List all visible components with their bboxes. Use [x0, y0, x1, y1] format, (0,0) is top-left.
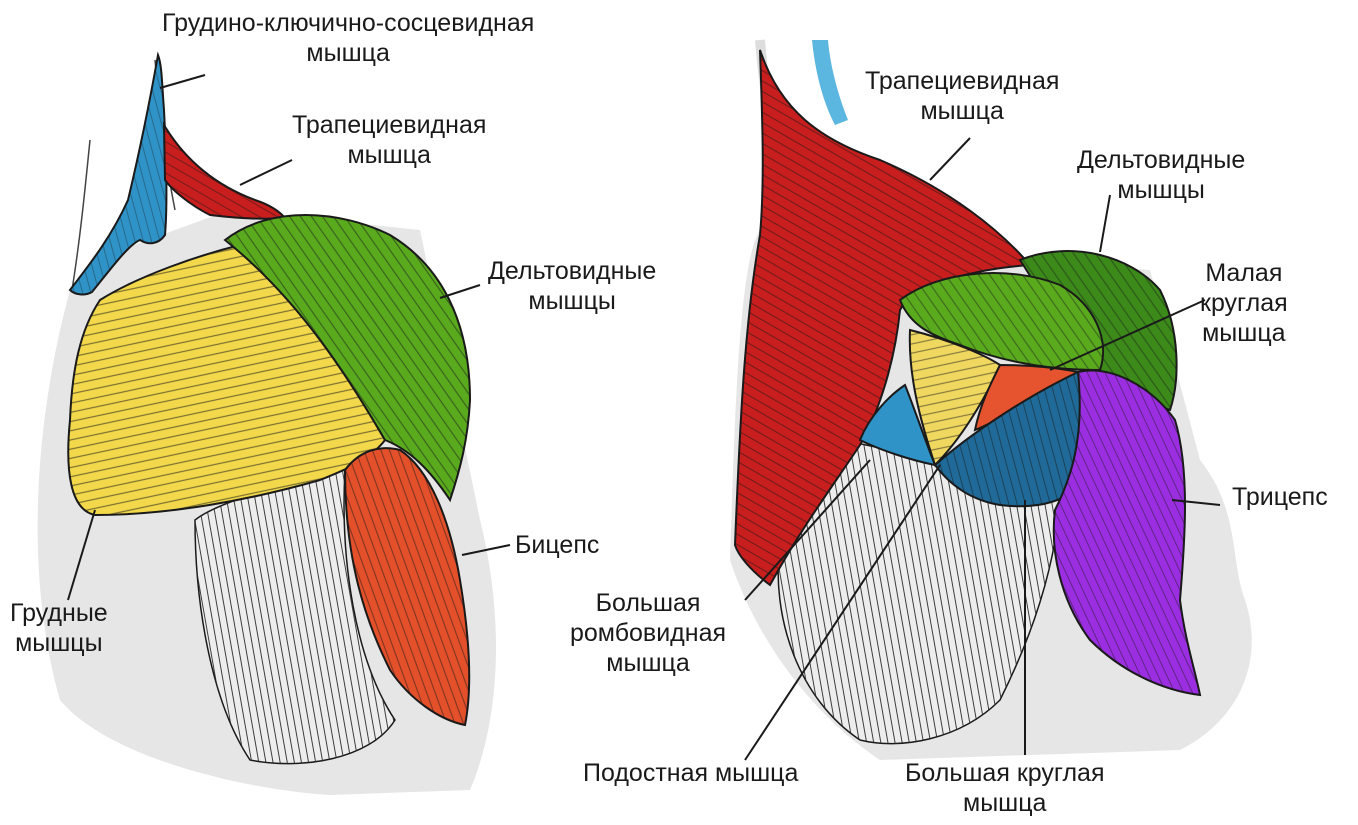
label-back-deltoid: Дельтовидные мышцы [1077, 145, 1245, 205]
label-biceps: Бицепс [515, 530, 599, 560]
label-back-trapezius: Трапециевидная мышца [865, 66, 1059, 126]
label-triceps: Трицепс [1232, 482, 1328, 512]
label-sternocleidomastoid: Грудино-ключично-сосцевидная мышца [162, 8, 534, 68]
label-front-trapezius: Трапециевидная мышца [292, 110, 486, 170]
label-front-deltoid: Дельтовидные мышцы [488, 256, 656, 316]
back-neck-blue [812, 40, 848, 125]
label-pectoral: Грудные мышцы [10, 598, 108, 658]
label-teres-major: Большая круглая мышца [905, 758, 1104, 818]
label-rhomboid: Большая ромбовидная мышца [570, 588, 726, 678]
label-infraspinatus: Подостная мышца [583, 758, 798, 788]
label-teres-minor: Малая круглая мышца [1200, 258, 1288, 348]
